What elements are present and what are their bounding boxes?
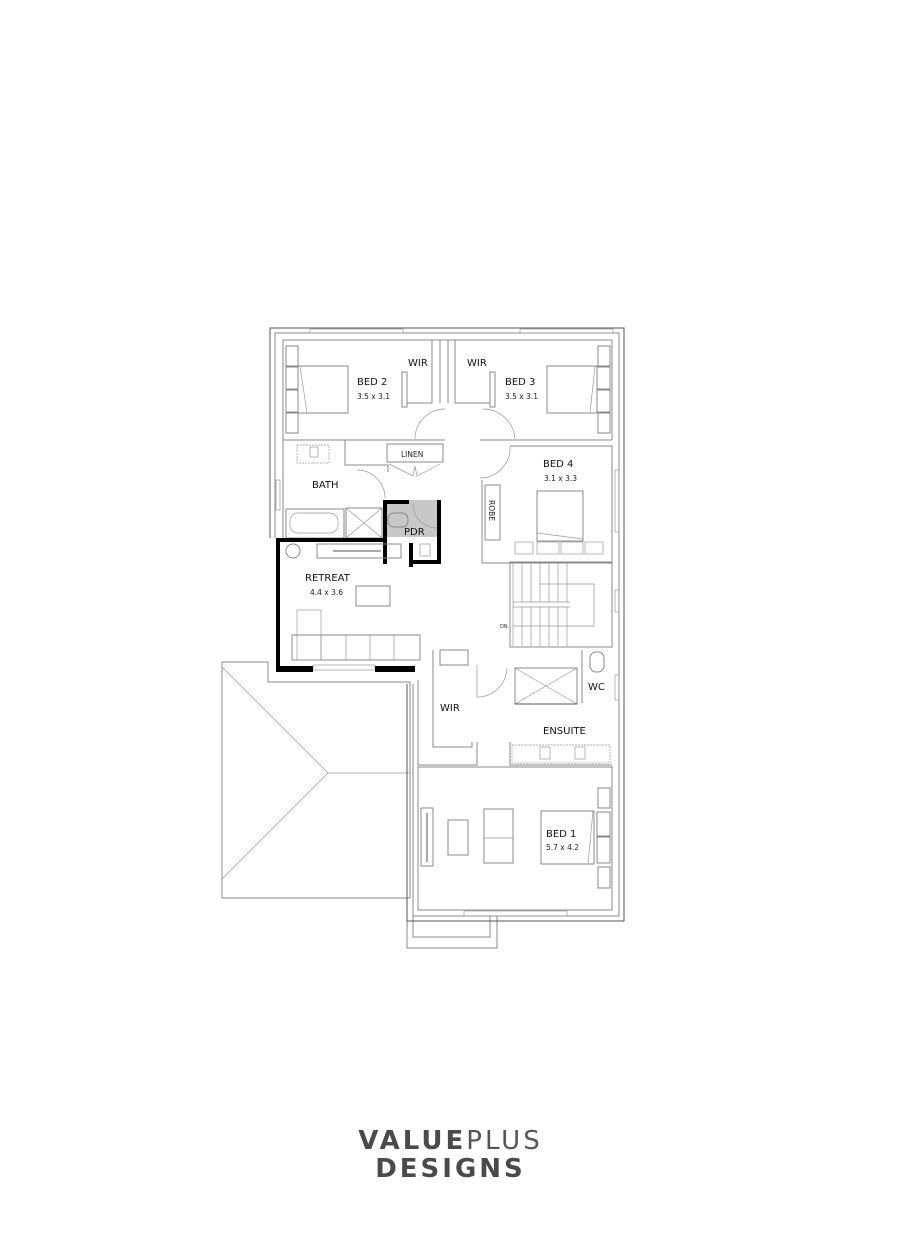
logo-line1: VALUEPLUS xyxy=(0,1126,901,1156)
doors-hall xyxy=(356,408,516,499)
room-bed3: BED 3 3.5 x 3.1 xyxy=(505,345,611,434)
bed2-label: BED 2 xyxy=(357,377,387,388)
logo-value: VALUE xyxy=(358,1126,467,1156)
linen-label: LINEN xyxy=(401,450,423,459)
room-wir-bed1: WIR xyxy=(417,649,508,766)
wc-label: WC xyxy=(588,682,605,693)
wir-pair: WIR WIR xyxy=(401,340,496,408)
room-bed1: BED 1 5.7 x 4.2 xyxy=(417,766,613,911)
room-bed2: BED 2 3.5 x 3.1 xyxy=(285,345,390,434)
bed2-size: 3.5 x 3.1 xyxy=(357,392,390,401)
room-ensuite: ENSUITE WC xyxy=(509,650,612,766)
bed1-size: 5.7 x 4.2 xyxy=(546,843,579,852)
bed3-size: 3.5 x 3.1 xyxy=(505,392,538,401)
ensuite-label: ENSUITE xyxy=(543,726,586,737)
stairs: DN xyxy=(500,561,613,648)
bed4-size: 3.1 x 3.3 xyxy=(544,474,577,483)
roof-outline xyxy=(221,661,498,949)
room-linen: LINEN xyxy=(386,443,444,477)
wir-bed3-label: WIR xyxy=(467,358,487,369)
room-retreat: RETREAT 4.4 x 3.6 xyxy=(276,538,421,672)
stairs-dn-label: DN xyxy=(500,624,508,630)
logo-plus: PLUS xyxy=(466,1126,543,1156)
pdr-label: PDR xyxy=(404,527,425,538)
bed4-label: BED 4 xyxy=(543,459,573,470)
room-bath: BATH xyxy=(282,440,389,539)
bed1-label: BED 1 xyxy=(546,829,576,840)
bed3-label: BED 3 xyxy=(505,377,535,388)
room-bed4: BED 4 3.1 x 3.3 ROBE xyxy=(481,445,613,564)
bath-label: BATH xyxy=(312,480,339,491)
room-pdr: PDR xyxy=(383,500,441,564)
retreat-size: 4.4 x 3.6 xyxy=(310,588,343,597)
wir-bed2-label: WIR xyxy=(408,358,428,369)
retreat-label: RETREAT xyxy=(305,573,351,584)
logo-line2: DESIGNS xyxy=(375,1154,526,1184)
windows xyxy=(275,328,620,917)
wir-bed1-label: WIR xyxy=(440,703,460,714)
robe-label: ROBE xyxy=(487,500,496,521)
